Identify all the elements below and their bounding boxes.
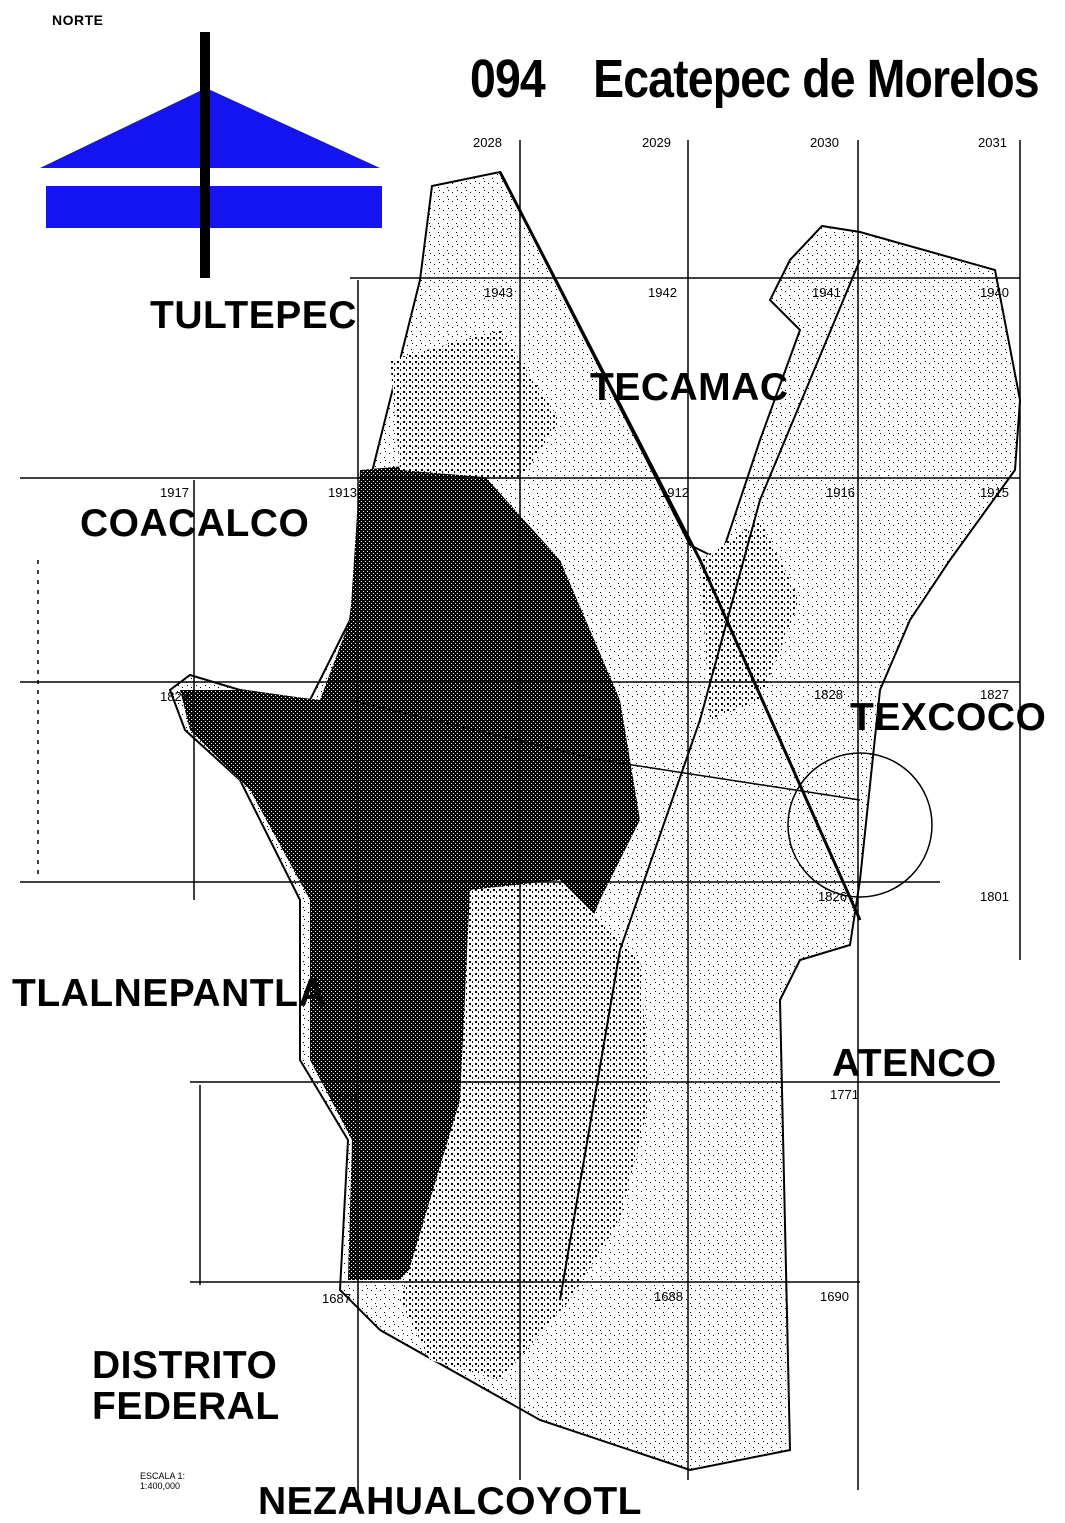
scale-note-line: 1:400,000 bbox=[140, 1480, 181, 1491]
grid-label: 2031 bbox=[978, 135, 1007, 150]
neighbor-tultepec: TULTEPEC bbox=[150, 294, 357, 337]
urban-zone-north bbox=[390, 330, 560, 480]
compass-label: NORTE bbox=[52, 12, 104, 28]
grid-label: 1940 bbox=[980, 285, 1009, 300]
road-cross bbox=[349, 699, 861, 801]
grid-label: 1829 bbox=[160, 689, 189, 704]
neighbor-atenco: ATENCO bbox=[832, 1042, 997, 1085]
municipality-territory bbox=[168, 170, 1022, 1472]
neighbor-coacalco: COACALCO bbox=[80, 502, 310, 545]
grid-label: 2029 bbox=[642, 135, 671, 150]
lake-circle bbox=[787, 752, 933, 898]
urban-zone-east bbox=[700, 520, 800, 720]
grid-lines bbox=[20, 140, 1021, 1500]
grid-label: 1912 bbox=[660, 485, 689, 500]
municipality-code: 094 bbox=[470, 49, 546, 109]
grid-label: 1943 bbox=[484, 285, 513, 300]
grid-label: 1827 bbox=[980, 687, 1009, 702]
grid-label: 1801 bbox=[980, 889, 1009, 904]
neighbor-tlalnepantla: TLALNEPANTLA bbox=[12, 972, 328, 1015]
north-arrow-needle bbox=[200, 32, 210, 278]
grid-label: 1720 bbox=[328, 1089, 357, 1104]
neighbor-nezahualcoyotl: NEZAHUALCOYOTL bbox=[258, 1480, 642, 1523]
grid-label: 2030 bbox=[810, 135, 839, 150]
grid-label: 1913 bbox=[328, 485, 357, 500]
grid-label: 1687 bbox=[322, 1291, 351, 1306]
road-secondary bbox=[559, 259, 861, 1301]
grid-label: 2028 bbox=[473, 135, 502, 150]
map-title: 094 Ecatepec de Morelos bbox=[470, 48, 1040, 110]
scale-note: ESCALA 1: 1:400,000 bbox=[140, 1471, 186, 1492]
grid-label: 1828 bbox=[814, 687, 843, 702]
grid-label: 1915 bbox=[980, 485, 1009, 500]
grid-label: 1941 bbox=[812, 285, 841, 300]
grid-label: 1826 bbox=[818, 889, 847, 904]
grid-label: 1917 bbox=[160, 485, 189, 500]
neighbor-texcoco: TEXCOCO bbox=[850, 696, 1047, 739]
neighbor-distrito-federal: DISTRITO FEDERAL bbox=[92, 1344, 280, 1428]
grid-label: 1942 bbox=[648, 285, 677, 300]
scale-note-line: ESCALA 1: bbox=[140, 1471, 186, 1481]
urban-zone-south bbox=[400, 880, 650, 1380]
grid-label: 1771 bbox=[830, 1087, 859, 1102]
grid-label: 1688 bbox=[654, 1289, 683, 1304]
neighbor-tecamac: TECAMAC bbox=[590, 366, 789, 409]
grid-label: 1916 bbox=[826, 485, 855, 500]
north-arrow-bar bbox=[46, 186, 382, 228]
north-arrow-icon bbox=[40, 32, 382, 278]
road-main bbox=[498, 171, 862, 921]
municipality-name: Ecatepec de Morelos bbox=[593, 49, 1040, 109]
grid-label: 1690 bbox=[820, 1289, 849, 1304]
